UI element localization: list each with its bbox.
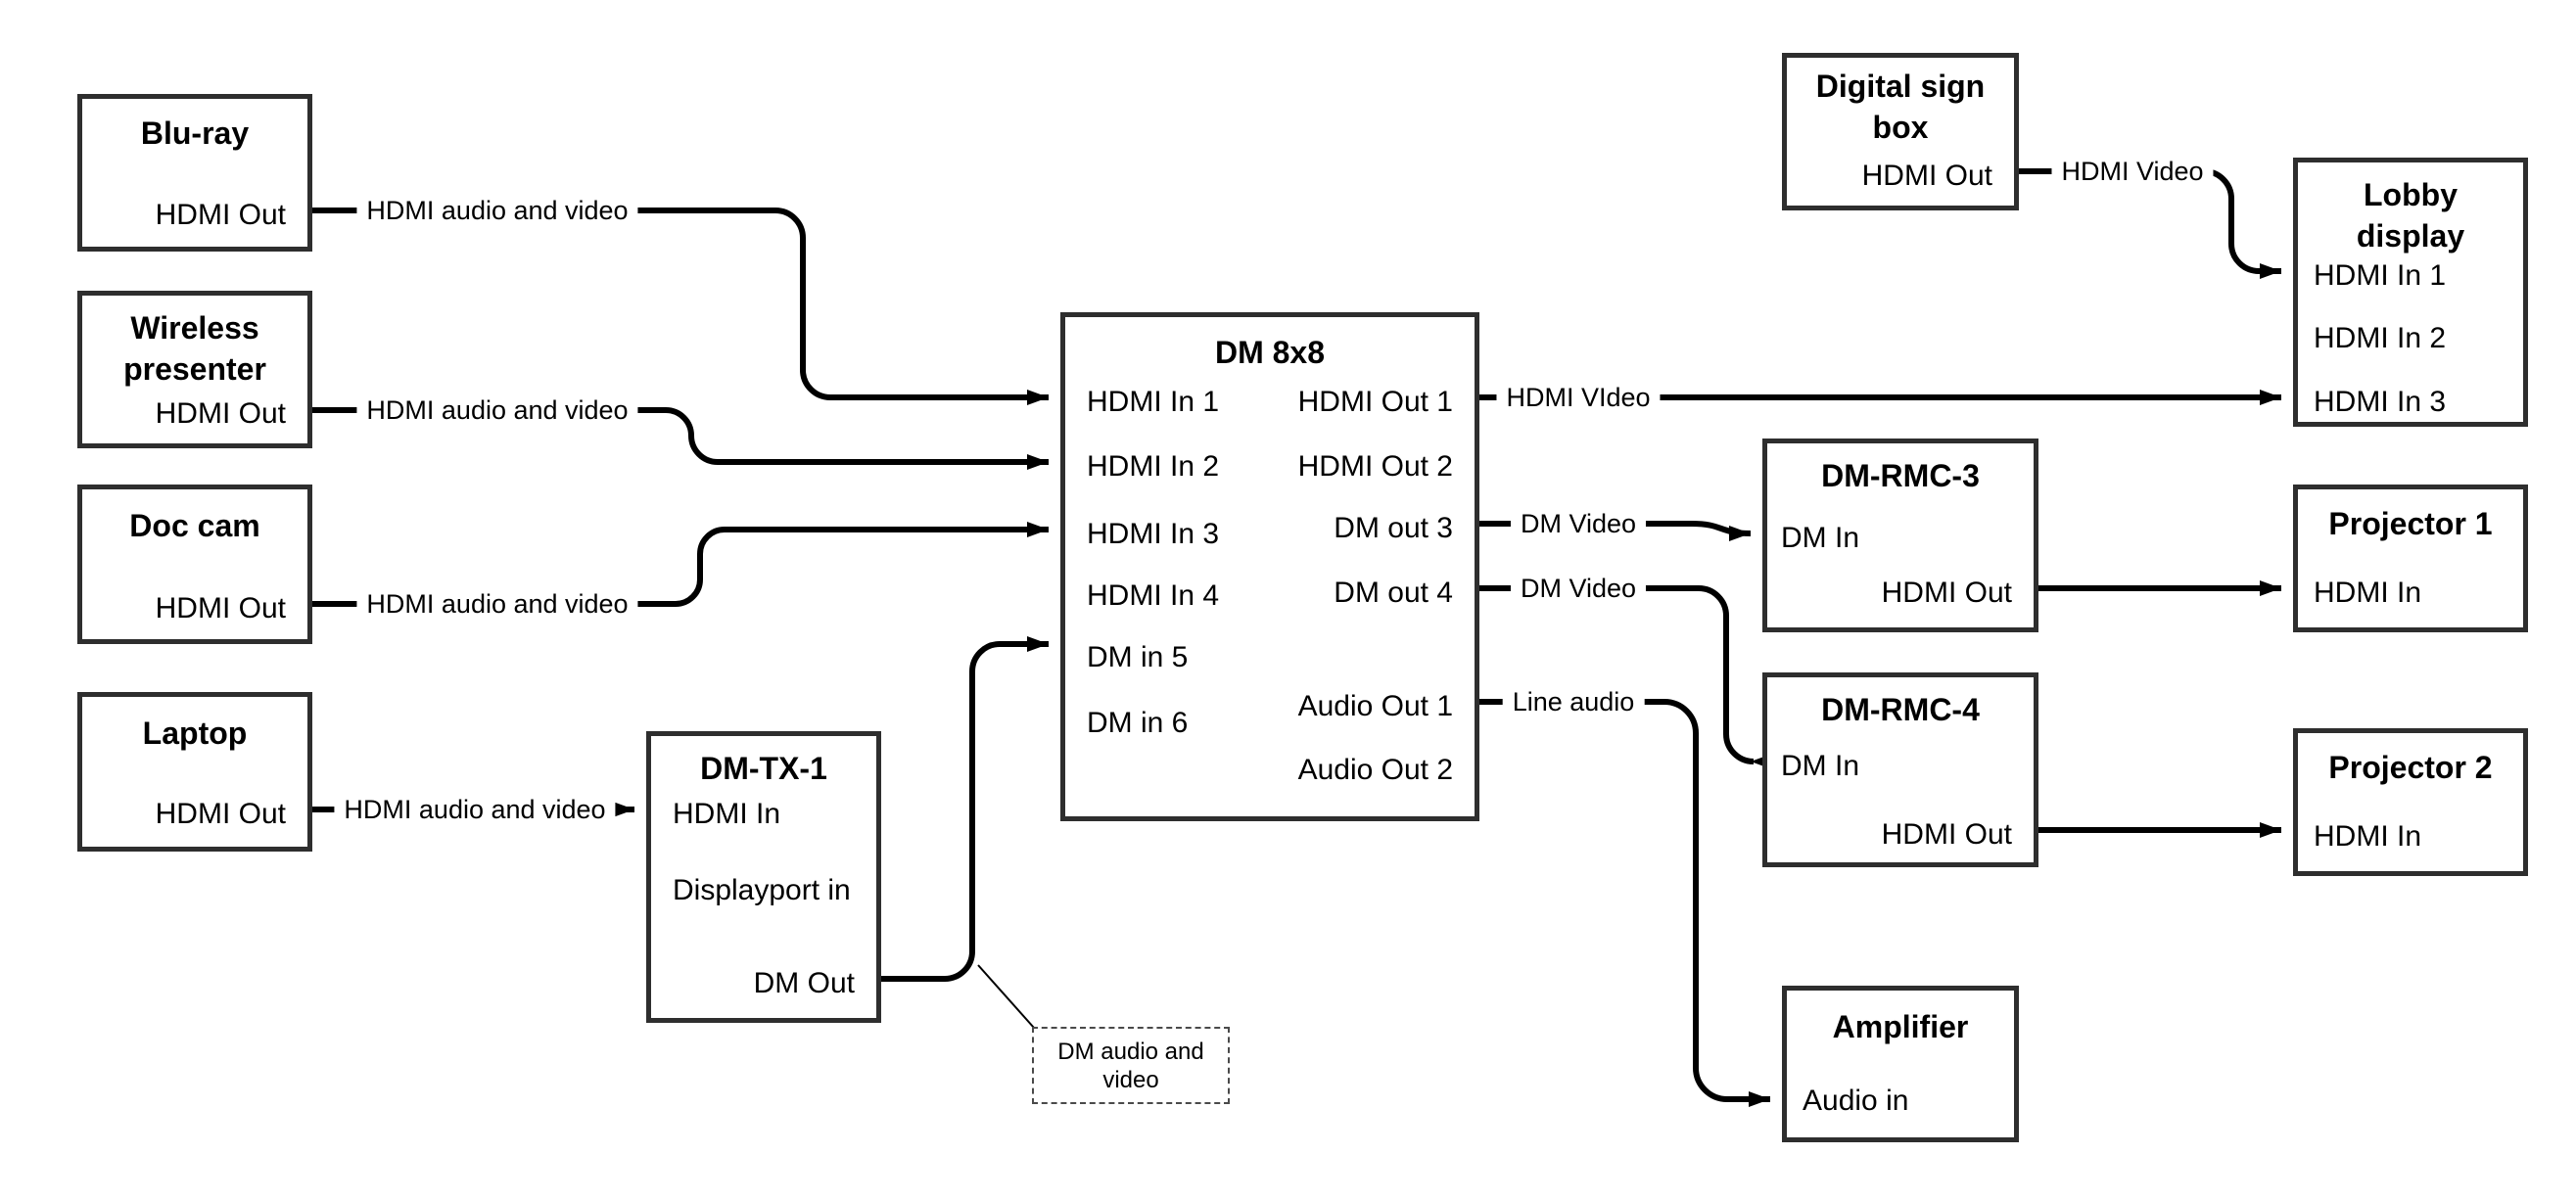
node-projector-1-title: Projector 1	[2328, 506, 2493, 541]
port-wireless-hdmi-out: HDMI Out	[155, 397, 286, 430]
wire-label-line-audio: Line audio	[1502, 687, 1645, 716]
port-laptop-hdmi-out: HDMI Out	[155, 798, 286, 830]
port-dm8x8-hdmi-out-1: HDMI Out 1	[1297, 386, 1453, 418]
wire-label-doccam-hdmi-av: HDMI audio and video	[356, 589, 638, 619]
node-amplifier: Amplifier Audio in	[1782, 986, 2019, 1142]
port-doccam-hdmi-out: HDMI Out	[155, 592, 286, 624]
node-projector-1: Projector 1 HDMI In	[2293, 485, 2528, 632]
node-wireless-presenter: Wireless presenter HDMI Out	[77, 291, 312, 448]
wire-wireless-to-dm8x8-in2	[312, 407, 1049, 470]
wire-label-hdmi-video-digitalsign: HDMI Video	[2051, 157, 2214, 186]
port-dm8x8-hdmi-out-2: HDMI Out 2	[1297, 450, 1453, 483]
wire-dm8x8-out3-to-dmrmc3	[1479, 521, 1752, 541]
port-dm8x8-dm-out-4: DM out 4	[1334, 577, 1453, 609]
wire-digitalsign-to-lobby-in1	[2018, 168, 2281, 279]
wire-doccam-to-dm8x8-in3	[312, 522, 1049, 607]
port-dmtx1-dm-out: DM Out	[753, 967, 855, 999]
wire-label-dm-video-out3: DM Video	[1510, 509, 1647, 538]
node-doc-cam-title: Doc cam	[129, 508, 260, 543]
port-dm8x8-hdmi-in-1: HDMI In 1	[1087, 386, 1220, 418]
node-lobby-display: Lobby display HDMI In 1 HDMI In 2 HDMI I…	[2293, 158, 2528, 427]
port-dm8x8-dm-in-6: DM in 6	[1087, 707, 1189, 739]
port-dm8x8-hdmi-in-2: HDMI In 2	[1087, 450, 1220, 483]
port-dmrmc3-hdmi-out: HDMI Out	[1881, 577, 2012, 609]
wire-label-wireless-hdmi-av: HDMI audio and video	[356, 395, 638, 425]
node-digital-sign-box-title: Digital sign box	[1815, 69, 1986, 145]
node-laptop-title: Laptop	[142, 716, 248, 751]
port-amp-audio-in: Audio in	[1803, 1085, 1909, 1117]
port-digitalsign-hdmi-out: HDMI Out	[1861, 160, 1992, 192]
node-dm-tx-1: DM-TX-1 HDMI In Displayport in DM Out	[646, 731, 881, 1023]
node-laptop: Laptop HDMI Out	[77, 692, 312, 852]
wire-dm8x8-aout1-to-amp	[1479, 699, 1770, 1107]
port-lobby-hdmi-in-3: HDMI In 3	[2314, 386, 2447, 418]
wire-label-hdmi-video-out1: HDMI VIdeo	[1496, 383, 1661, 412]
callout-text: DM audio and video	[1057, 1038, 1204, 1093]
callout-dm-audio-and-video: DM audio and video	[1032, 1027, 1230, 1104]
port-dm8x8-hdmi-in-4: HDMI In 4	[1087, 579, 1220, 612]
port-dm8x8-audio-out-2: Audio Out 2	[1297, 754, 1453, 786]
wire-label-laptop-hdmi-av: HDMI audio and video	[334, 795, 616, 824]
node-dm-rmc-3-title: DM-RMC-3	[1821, 458, 1980, 493]
port-dmrmc3-dm-in: DM In	[1781, 522, 1860, 554]
port-dm8x8-audio-out-1: Audio Out 1	[1297, 690, 1453, 722]
node-bluray: Blu-ray HDMI Out	[77, 94, 312, 252]
node-projector-2: Projector 2 HDMI In	[2293, 728, 2528, 876]
node-digital-sign-box: Digital sign box HDMI Out	[1782, 53, 2019, 210]
wire-dm8x8-out4-to-dmrmc4	[1479, 585, 1772, 769]
node-dm-8x8: DM 8x8 HDMI In 1 HDMI In 2 HDMI In 3 HDM…	[1060, 312, 1479, 821]
port-proj2-hdmi-in: HDMI In	[2314, 820, 2422, 853]
node-dm-rmc-4: DM-RMC-4 DM In HDMI Out	[1762, 672, 2038, 867]
node-doc-cam: Doc cam HDMI Out	[77, 485, 312, 644]
node-amplifier-title: Amplifier	[1832, 1009, 1969, 1044]
wire-label-bluray-hdmi-av: HDMI audio and video	[356, 196, 638, 225]
node-bluray-title: Blu-ray	[140, 115, 250, 151]
port-bluray-hdmi-out: HDMI Out	[155, 199, 286, 231]
callout-leader-line	[977, 964, 1035, 1029]
wire-label-dm-video-out4: DM Video	[1510, 574, 1647, 603]
node-dm-rmc-3: DM-RMC-3 DM In HDMI Out	[1762, 439, 2038, 632]
node-lobby-display-title: Lobby display	[2356, 177, 2465, 254]
port-dm8x8-dm-in-5: DM in 5	[1087, 641, 1189, 673]
node-dm-rmc-4-title: DM-RMC-4	[1821, 692, 1980, 727]
node-dm-8x8-title: DM 8x8	[1214, 335, 1326, 370]
port-dmtx1-displayport-in: Displayport in	[673, 874, 851, 906]
port-lobby-hdmi-in-2: HDMI In 2	[2314, 322, 2447, 354]
port-lobby-hdmi-in-1: HDMI In 1	[2314, 259, 2447, 292]
port-dmrmc4-dm-in: DM In	[1781, 750, 1860, 782]
wire-bluray-to-dm8x8-in1	[312, 208, 1049, 405]
node-dm-tx-1-title: DM-TX-1	[700, 751, 827, 786]
port-dmrmc4-hdmi-out: HDMI Out	[1881, 818, 2012, 851]
port-dm8x8-dm-out-3: DM out 3	[1334, 512, 1453, 544]
node-wireless-presenter-title: Wireless presenter	[123, 310, 266, 387]
port-dm8x8-hdmi-in-3: HDMI In 3	[1087, 518, 1220, 550]
wire-dmtx1-to-dm8x8-in5	[881, 636, 1049, 982]
port-dmtx1-hdmi-in: HDMI In	[673, 798, 781, 830]
port-proj1-hdmi-in: HDMI In	[2314, 577, 2422, 609]
node-projector-2-title: Projector 2	[2328, 750, 2493, 785]
